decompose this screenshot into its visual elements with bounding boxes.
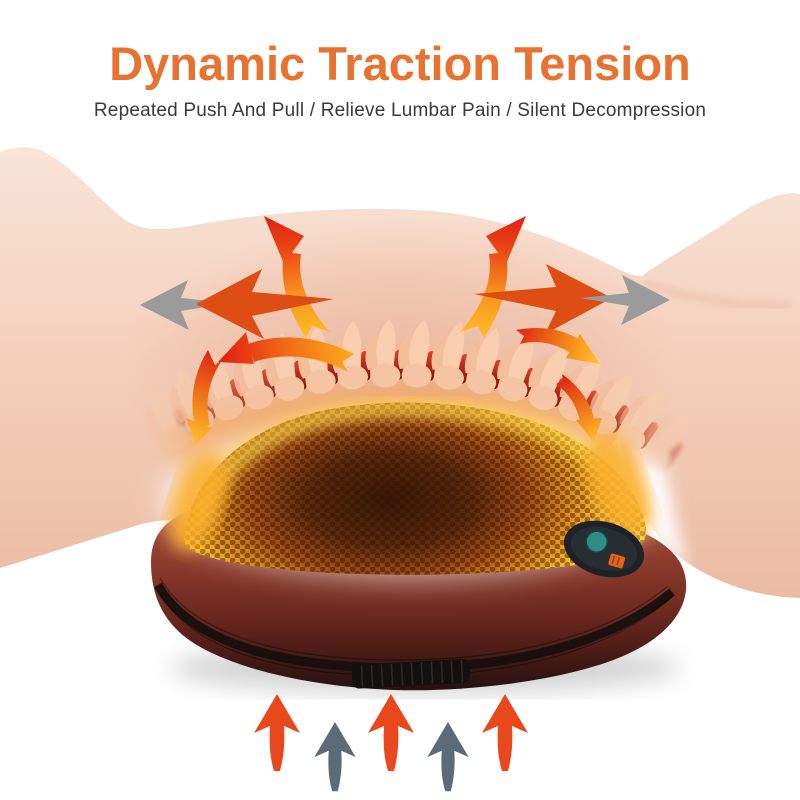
up-arrow-gray-icon — [427, 722, 469, 792]
curl-down-left-arrow-icon — [186, 350, 222, 444]
page-title: Dynamic Traction Tension — [109, 37, 691, 90]
bottom-strap — [351, 659, 471, 689]
stretch-right-orange-arrow-icon — [474, 264, 612, 334]
up-arrow-orange-icon — [482, 694, 528, 771]
stretch-left-orange-arrow-icon — [196, 269, 334, 339]
up-arrow-orange-icon — [368, 694, 414, 771]
mesh-texture — [183, 402, 647, 575]
curl-down-right-arrow-icon — [556, 374, 602, 442]
traction-arrows — [140, 216, 670, 444]
page-subtitle: Repeated Push And Pull / Relieve Lumbar … — [93, 99, 707, 121]
up-arrow-orange-icon — [254, 694, 300, 771]
up-arrow-gray-icon — [314, 722, 356, 792]
curl-left-arrow-icon — [218, 332, 354, 372]
heat-glow-dome — [168, 401, 651, 575]
zipper-stitch — [159, 577, 669, 661]
header: Dynamic Traction Tension Repeated Push A… — [0, 0, 800, 122]
stretch-left-gray-arrow-icon — [140, 280, 230, 330]
power-switch-icon — [585, 530, 608, 553]
button-label — [608, 553, 626, 569]
stretch-right-gray-arrow-icon — [580, 275, 670, 325]
bottom-push-arrows — [254, 694, 528, 792]
curl-right-arrow-icon — [516, 327, 600, 364]
hip-crease — [641, 279, 791, 309]
power-button — [563, 520, 645, 578]
